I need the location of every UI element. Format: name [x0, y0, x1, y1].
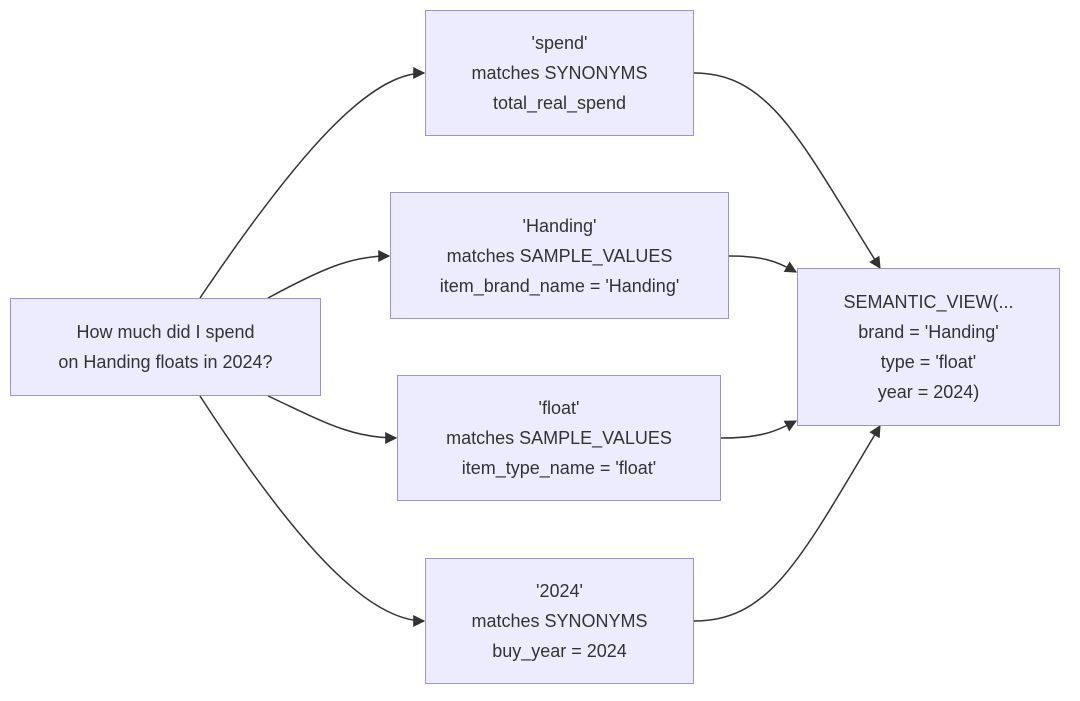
year-synonym-node: '2024' matches SYNONYMS buy_year = 2024 — [425, 558, 694, 684]
question-node: How much did I spend on Handing floats i… — [10, 298, 321, 396]
question-line-2: on Handing floats in 2024? — [58, 352, 273, 372]
edge-question-to-spend — [199, 67, 426, 299]
handing-sample-value-node: 'Handing' matches SAMPLE_VALUES item_bra… — [390, 192, 729, 319]
result-line-1: SEMANTIC_VIEW(... — [843, 292, 1014, 312]
float-sample-value-node: 'float' matches SAMPLE_VALUES item_type_… — [397, 375, 721, 501]
edge-question-to-handing — [267, 250, 391, 299]
spend-mapping: total_real_spend — [492, 93, 627, 113]
edge-question-to-year — [199, 395, 426, 627]
spend-match-type: matches SYNONYMS — [471, 63, 648, 83]
handing-mapping: item_brand_name = 'Handing' — [439, 275, 680, 296]
float-term: 'float' — [538, 398, 580, 418]
edge-year-to-result — [693, 424, 881, 622]
spend-synonym-node: 'spend' matches SYNONYMS total_real_spen… — [425, 10, 694, 136]
handing-match-type: matches SAMPLE_VALUES — [446, 245, 673, 266]
result-line-4: year = 2024) — [877, 382, 980, 402]
spend-term: 'spend' — [531, 33, 588, 53]
float-match-type: matches SAMPLE_VALUES — [446, 428, 672, 448]
result-line-2: brand = 'Handing' — [858, 322, 999, 342]
handing-term: 'Handing' — [522, 215, 597, 236]
edge-question-to-float — [267, 395, 398, 444]
semantic-view-result-node: SEMANTIC_VIEW(... brand = 'Handing' type… — [797, 268, 1060, 426]
question-line-1: How much did I spend — [76, 322, 255, 342]
result-line-3: type = 'float' — [880, 352, 977, 372]
edge-handing-to-result — [728, 255, 798, 273]
float-mapping: item_type_name = 'float' — [461, 458, 657, 478]
year-term: '2024' — [536, 581, 583, 601]
year-match-type: matches SYNONYMS — [471, 611, 648, 631]
year-mapping: buy_year = 2024 — [492, 641, 627, 661]
edge-spend-to-result — [693, 72, 881, 270]
edge-float-to-result — [720, 420, 798, 439]
